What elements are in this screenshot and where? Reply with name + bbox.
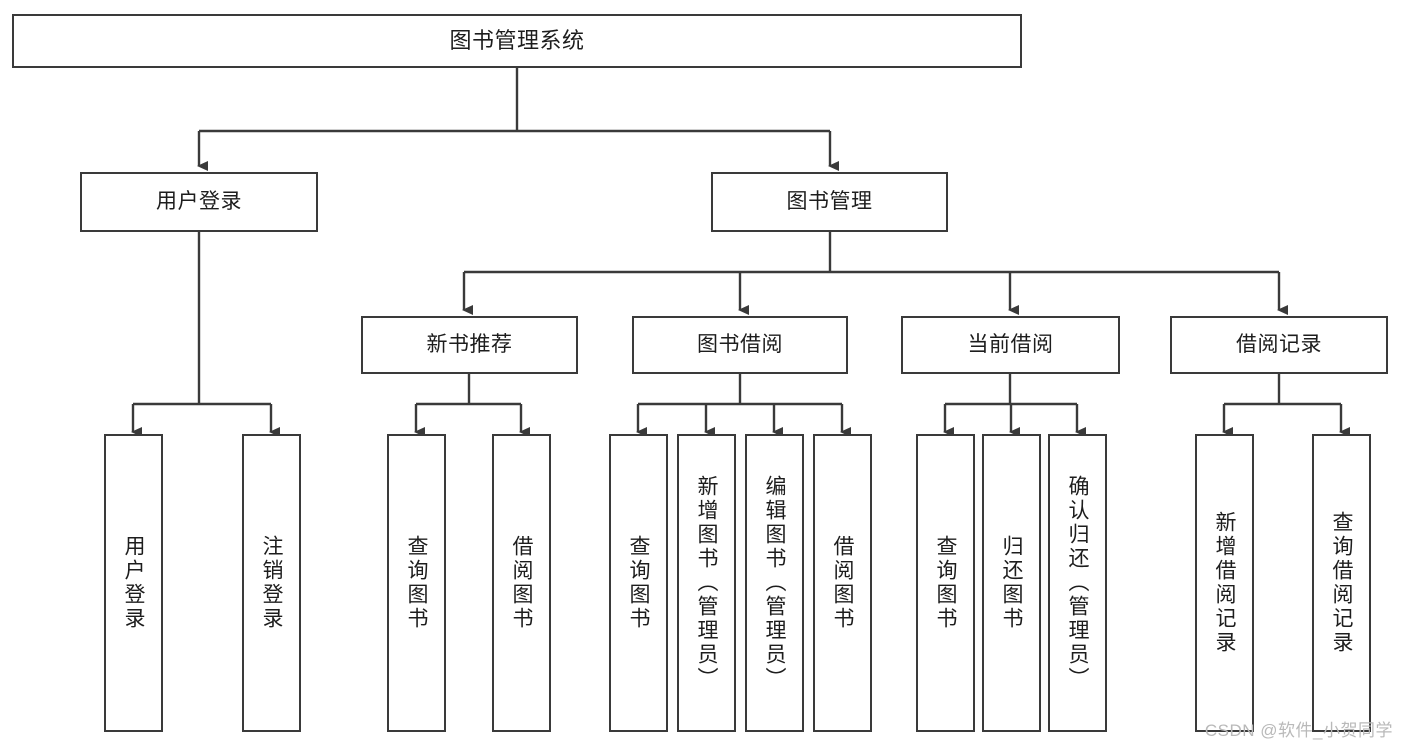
node-label: 查询图书: [627, 535, 650, 631]
leaf-current-borrow-confirm-return[interactable]: 确认归还（管理员）: [1048, 434, 1107, 732]
node-label: 新增借阅记录: [1213, 511, 1236, 655]
node-label: 新增图书（管理员）: [695, 475, 718, 691]
node-label: 查询借阅记录: [1330, 511, 1353, 655]
node-label: 用户登录: [122, 535, 145, 631]
leaf-borrow-record-query[interactable]: 查询借阅记录: [1312, 434, 1371, 732]
leaf-borrow-record-add[interactable]: 新增借阅记录: [1195, 434, 1254, 732]
watermark-text: CSDN @软件_小贺同学: [1204, 721, 1393, 740]
node-borrow-record[interactable]: 借阅记录: [1170, 316, 1388, 374]
node-label: 用户登录: [156, 189, 242, 213]
node-label: 查询图书: [405, 535, 428, 631]
leaf-book-borrow-borrow[interactable]: 借阅图书: [813, 434, 872, 732]
leaf-new-book-borrow[interactable]: 借阅图书: [492, 434, 551, 732]
node-book-management[interactable]: 图书管理: [711, 172, 948, 232]
leaf-user-login-login[interactable]: 用户登录: [104, 434, 163, 732]
node-label: 查询图书: [934, 535, 957, 631]
leaf-book-borrow-query[interactable]: 查询图书: [609, 434, 668, 732]
leaf-new-book-query[interactable]: 查询图书: [387, 434, 446, 732]
node-label: 归还图书: [1000, 535, 1023, 631]
leaf-book-borrow-edit[interactable]: 编辑图书（管理员）: [745, 434, 804, 732]
node-label: 借阅记录: [1236, 332, 1322, 356]
node-user-login[interactable]: 用户登录: [80, 172, 318, 232]
node-book-borrow[interactable]: 图书借阅: [632, 316, 848, 374]
node-label: 图书管理系统: [449, 28, 585, 54]
node-label: 当前借阅: [967, 332, 1054, 356]
node-label: 图书借阅: [697, 332, 783, 356]
leaf-current-borrow-return[interactable]: 归还图书: [982, 434, 1041, 732]
node-label: 编辑图书（管理员）: [763, 475, 786, 691]
node-label: 确认归还（管理员）: [1066, 475, 1089, 691]
node-current-borrow[interactable]: 当前借阅: [901, 316, 1120, 374]
node-label: 图书管理: [786, 189, 873, 213]
node-label: 借阅图书: [510, 535, 533, 631]
node-root-system[interactable]: 图书管理系统: [12, 14, 1022, 68]
leaf-user-login-logout[interactable]: 注销登录: [242, 434, 301, 732]
node-label: 借阅图书: [831, 535, 854, 631]
node-new-book-recommend[interactable]: 新书推荐: [361, 316, 578, 374]
node-label: 注销登录: [260, 535, 283, 631]
node-label: 新书推荐: [426, 332, 513, 356]
leaf-book-borrow-add[interactable]: 新增图书（管理员）: [677, 434, 736, 732]
leaf-current-borrow-query[interactable]: 查询图书: [916, 434, 975, 732]
